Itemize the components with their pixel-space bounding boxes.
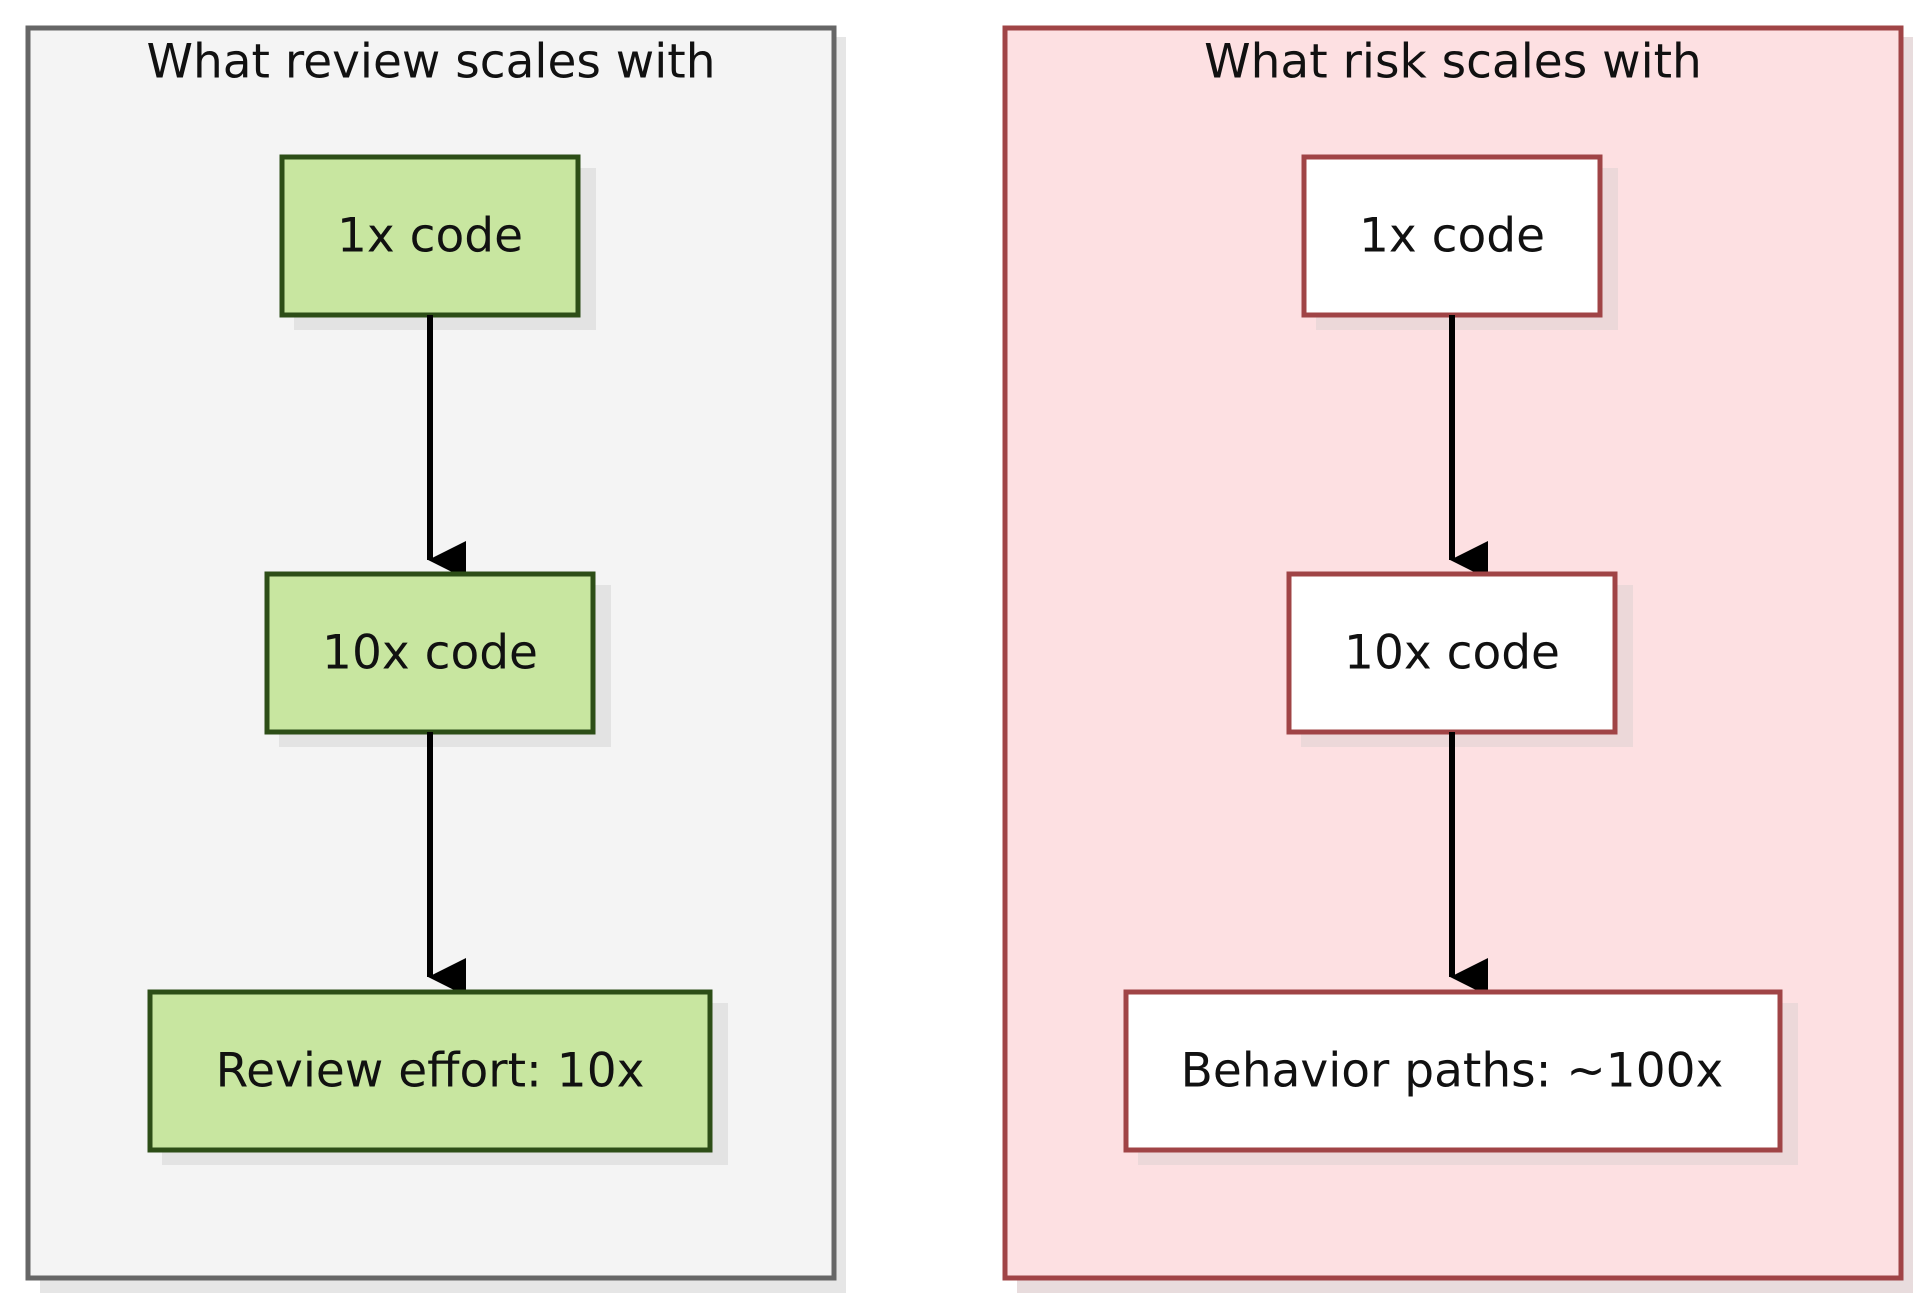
risk-node-behavior-paths — [1123, 989, 1783, 1153]
review-node-review-effort — [147, 989, 713, 1153]
review-node-1x-code-label: 1x code — [337, 209, 523, 264]
risk-node-10x-code — [1286, 571, 1618, 735]
review-panel-title: What review scales with — [146, 35, 715, 90]
risk-node-1x-code-label: 1x code — [1359, 209, 1545, 264]
review-node-review-effort-label: Review effort: 10x — [216, 1044, 645, 1099]
risk-node-10x-code-label: 10x code — [1344, 626, 1560, 681]
review-node-1x-code — [279, 154, 581, 318]
review-panel: What review scales with 1x code 10x code… — [25, 25, 846, 1293]
risk-panel-title: What risk scales with — [1204, 35, 1702, 90]
review-node-10x-code-label: 10x code — [322, 626, 538, 681]
risk-panel: What risk scales with 1x code 10x code B… — [1002, 25, 1913, 1293]
risk-node-behavior-paths-label: Behavior paths: ~100x — [1181, 1044, 1724, 1099]
